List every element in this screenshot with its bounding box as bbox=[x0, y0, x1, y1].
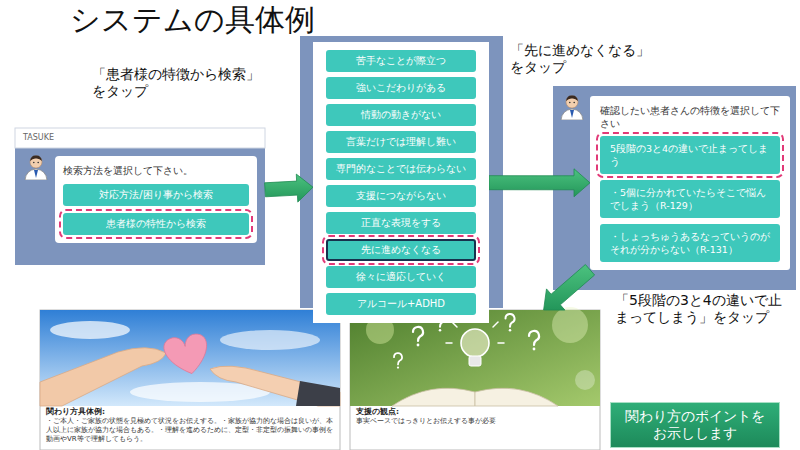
callout-text: 「5段階の3と4の違いで止まってしまう」をタップ bbox=[615, 292, 793, 326]
question-mark bbox=[413, 327, 423, 346]
bulb-base bbox=[469, 356, 481, 366]
question-mark bbox=[505, 314, 514, 332]
node-text: 5段階の3と4の違いで止まってしまう bbox=[610, 142, 770, 168]
node-text: 対応方法/困り事から検索 bbox=[69, 188, 243, 202]
node-text: 徐々に適応していく bbox=[332, 270, 470, 284]
chat-bubble: 検索方法を選択して下さい。対応方法/困り事から検索患者様の特性から検索 bbox=[55, 156, 257, 243]
heart bbox=[162, 331, 212, 378]
callout-text: 「患者様の特徴から検索」をタップ bbox=[92, 66, 272, 100]
chat-frame bbox=[15, 128, 265, 265]
option-button: アルコール+ADHD bbox=[326, 293, 476, 315]
node-body-text: 事実ベースではっきりとお伝えする事が必要 bbox=[356, 417, 594, 426]
node-text: ・5個に分かれていたらそこで悩んでしまう（R-129） bbox=[610, 186, 770, 212]
sleeve bbox=[296, 381, 340, 406]
option-button: 言葉だけでは理解し難い bbox=[326, 131, 476, 153]
option-button: 苦手なことが際立つ bbox=[326, 50, 476, 72]
option-button: 徐々に適応していく bbox=[326, 266, 476, 288]
doctor-icon bbox=[561, 95, 583, 120]
node-text: 正直な表現をする bbox=[332, 216, 470, 230]
callout-text: 「先に進めなくなる」をタップ bbox=[510, 42, 660, 76]
lightbulb bbox=[461, 329, 489, 357]
bokeh bbox=[552, 307, 588, 343]
cloud bbox=[220, 330, 320, 350]
point-box: 関わり方のポイントを お示しします bbox=[610, 402, 780, 448]
node-text: TASUKE bbox=[23, 132, 257, 143]
hands-heart-photo bbox=[40, 310, 340, 450]
flow-arrow bbox=[489, 169, 590, 197]
option-button: 情動の動きがない bbox=[326, 104, 476, 126]
node-text: アルコール+ADHD bbox=[332, 297, 470, 311]
option-button: 対応方法/困り事から検索 bbox=[63, 184, 249, 206]
chat-frame bbox=[553, 86, 796, 290]
chat-card: 確認したい患者さんの特徴を選択して下さい 5段階の3と4の違いで止まってしまう・5… bbox=[590, 96, 790, 270]
node-text: 患者様の特性から検索 bbox=[69, 217, 243, 231]
option-button: 強いこだわりがある bbox=[326, 77, 476, 99]
node-body-text: ・ご本人・ご家族の状態を見極めて状況をお伝えする。・家族が協力的な場合は良いが、… bbox=[46, 417, 334, 444]
book-page bbox=[475, 388, 558, 406]
node-text: 強いこだわりがある bbox=[332, 81, 470, 95]
node-text: 言葉だけでは理解し難い bbox=[332, 135, 470, 149]
result-card: 支援の観点:事実ベースではっきりとお伝えする事が必要 bbox=[350, 310, 600, 429]
flow-arrow bbox=[265, 174, 313, 202]
slide-title: システムの具体例 bbox=[70, 0, 315, 40]
bokeh bbox=[575, 370, 595, 390]
node-text: 支援につながらない bbox=[332, 189, 470, 203]
node-text: 関わり方具体例: bbox=[46, 407, 334, 417]
node-text: ・しょっちゅうあるなっていうのがそれが分からない（R-131） bbox=[610, 230, 770, 256]
node-text: 情動の動きがない bbox=[332, 108, 470, 122]
node-text: 検索方法を選択して下さい。 bbox=[63, 164, 249, 177]
option-button: ・5個に分かれていたらそこで悩んでしまう（R-129） bbox=[600, 180, 780, 218]
question-mark bbox=[394, 353, 402, 369]
question-mark bbox=[529, 331, 539, 350]
option-button: 正直な表現をする bbox=[326, 212, 476, 234]
result-card: 関わり方具体例:・ご本人・ご家族の状態を見極めて状況をお伝えする。・家族が協力的… bbox=[40, 310, 340, 447]
doctor-icon bbox=[25, 155, 47, 180]
chat-panel: TASUKE 検索方法を選択して下さい。対応方法/困り事から検索患者様の特性から検… bbox=[15, 128, 265, 265]
chat-frame-header bbox=[15, 128, 265, 148]
right-hand bbox=[210, 366, 340, 406]
option-button: 専門的なことでは伝わらない bbox=[326, 158, 476, 180]
chat-frame-body bbox=[15, 128, 265, 265]
card-ground bbox=[40, 310, 340, 450]
list-frame bbox=[300, 36, 503, 308]
option-button: ・しょっちゅうあるなっていうのがそれが分からない（R-131） bbox=[600, 224, 780, 262]
option-button: 先に進めなくなる bbox=[326, 239, 476, 261]
left-hand bbox=[40, 348, 166, 406]
cloud bbox=[50, 321, 130, 339]
node-text: 先に進めなくなる bbox=[332, 243, 470, 257]
book-page bbox=[392, 388, 475, 406]
option-list: 苦手なことが際立つ強いこだわりがある情動の動きがない言葉だけでは理解し難い専門的… bbox=[313, 42, 489, 323]
node-text: 専門的なことでは伝わらない bbox=[332, 162, 470, 176]
option-button: 患者様の特性から検索 bbox=[63, 213, 249, 235]
option-button: 5段階の3と4の違いで止まってしまう bbox=[600, 136, 780, 174]
sky bbox=[40, 310, 340, 406]
node-text: 確認したい患者さんの特徴を選択して下さい bbox=[600, 104, 780, 130]
node-text: 関わり方のポイントを お示しします bbox=[619, 408, 771, 442]
book-bulb-photo bbox=[350, 307, 600, 450]
flow-arrow bbox=[544, 265, 595, 311]
chat-frame-body bbox=[553, 86, 796, 290]
node-text: 支援の観点: bbox=[356, 407, 594, 417]
option-button: 支援につながらない bbox=[326, 185, 476, 207]
node-text: 苦手なことが際立つ bbox=[332, 54, 470, 68]
